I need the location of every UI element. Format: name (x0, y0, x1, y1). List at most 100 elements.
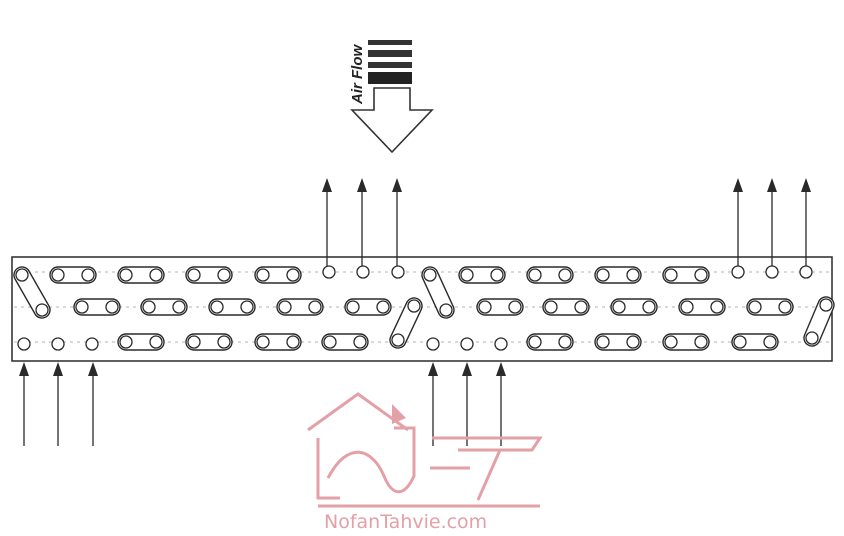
tube-pair (526, 333, 574, 351)
arrow-head (733, 178, 743, 192)
tube-pair (662, 266, 710, 284)
tube-circle (75, 300, 89, 314)
tube-circle (81, 268, 95, 282)
arrow-head (767, 178, 777, 192)
tube-circle (172, 300, 186, 314)
tube-circle (612, 300, 626, 314)
tube-circle (733, 335, 747, 349)
inlet-arrow (428, 362, 438, 446)
tube-pair (140, 298, 188, 316)
tube-circle (391, 333, 405, 347)
tube-circle (694, 268, 708, 282)
tube-circle (460, 268, 474, 282)
tube-circle (407, 299, 421, 313)
tube-circle (346, 300, 360, 314)
airflow-indicator: Air Flow (349, 40, 434, 154)
watermark-n-stroke (326, 426, 416, 494)
outlet-arrow (322, 178, 332, 266)
tube-connection (51, 337, 65, 351)
tube-circle (35, 303, 49, 317)
tube-pair (117, 333, 165, 351)
tube-circle (558, 335, 572, 349)
outlet-arrow (357, 178, 367, 266)
tube-connection (731, 265, 745, 279)
tube-pair (746, 298, 794, 316)
tube-circle (596, 268, 610, 282)
tube-pair (476, 298, 524, 316)
watermark-arrow-head (392, 404, 406, 424)
watermark-logo (307, 392, 543, 508)
tube-circle (664, 335, 678, 349)
airflow-down-arrow (350, 87, 434, 154)
tube-pair (208, 298, 256, 316)
tube-circle (187, 335, 201, 349)
tube-circle (240, 300, 254, 314)
tube-pair (662, 333, 710, 351)
tube-circle (210, 300, 224, 314)
arrow-head (496, 362, 506, 376)
airflow-stripe (368, 62, 412, 68)
tube-pair (344, 298, 392, 316)
airflow-label: Air Flow (349, 44, 366, 105)
tube-pair (73, 298, 121, 316)
arrow-head (19, 362, 29, 376)
tube-circle (353, 335, 367, 349)
arrow-head (357, 178, 367, 192)
tube-circle (805, 331, 819, 345)
tube-connection (356, 265, 370, 279)
tube-circle (142, 300, 156, 314)
tube-circle (187, 268, 201, 282)
tube-connection (322, 265, 336, 279)
tube-circle (217, 335, 231, 349)
watermark-house-wall (316, 438, 340, 500)
tube-crossover (13, 266, 51, 319)
tube-circle (149, 268, 163, 282)
tube-connection (494, 337, 508, 351)
inlet-arrow (496, 362, 506, 446)
tube-circle (596, 335, 610, 349)
tube-circle (286, 335, 300, 349)
tube-circle (778, 300, 792, 314)
outlet-arrow (733, 178, 743, 266)
outlet-arrow (767, 178, 777, 266)
inlet-arrow (462, 362, 472, 446)
tube-pair (594, 333, 642, 351)
tube-circle (105, 300, 119, 314)
tube-connection (460, 337, 474, 351)
tube-circle (664, 268, 678, 282)
tube-circle (642, 300, 656, 314)
watermark-text: NofanTahvie.com (324, 511, 487, 533)
watermark-t-top (432, 436, 543, 452)
tube-connection (17, 337, 31, 351)
arrow-head (428, 362, 438, 376)
tube-pair (542, 298, 590, 316)
tube-pair (49, 266, 97, 284)
arrow-head (462, 362, 472, 376)
tube-connection (391, 265, 405, 279)
tube-circle (710, 300, 724, 314)
airflow-stripe (368, 40, 412, 45)
tube-circle (256, 268, 270, 282)
tube-circle (478, 300, 492, 314)
tube-pair (185, 333, 233, 351)
inlet-arrow (53, 362, 63, 446)
tube-pair (254, 266, 302, 284)
tube-circle (423, 268, 437, 282)
tube-circle (508, 300, 522, 314)
tube-pair (321, 333, 369, 351)
tube-circle (694, 335, 708, 349)
tube-pair (678, 298, 726, 316)
tube-circle (748, 300, 762, 314)
tube-circle (528, 268, 542, 282)
arrow-head (322, 178, 332, 192)
tube-circle (286, 268, 300, 282)
tube-circle (544, 300, 558, 314)
flow-arrow-group (19, 178, 811, 446)
tube-circle (119, 268, 133, 282)
arrow-head (88, 362, 98, 376)
tube-crossover (803, 296, 835, 347)
tube-connection (765, 265, 779, 279)
tube-connection (426, 337, 440, 351)
inlet-arrow (88, 362, 98, 446)
tube-circle (217, 268, 231, 282)
